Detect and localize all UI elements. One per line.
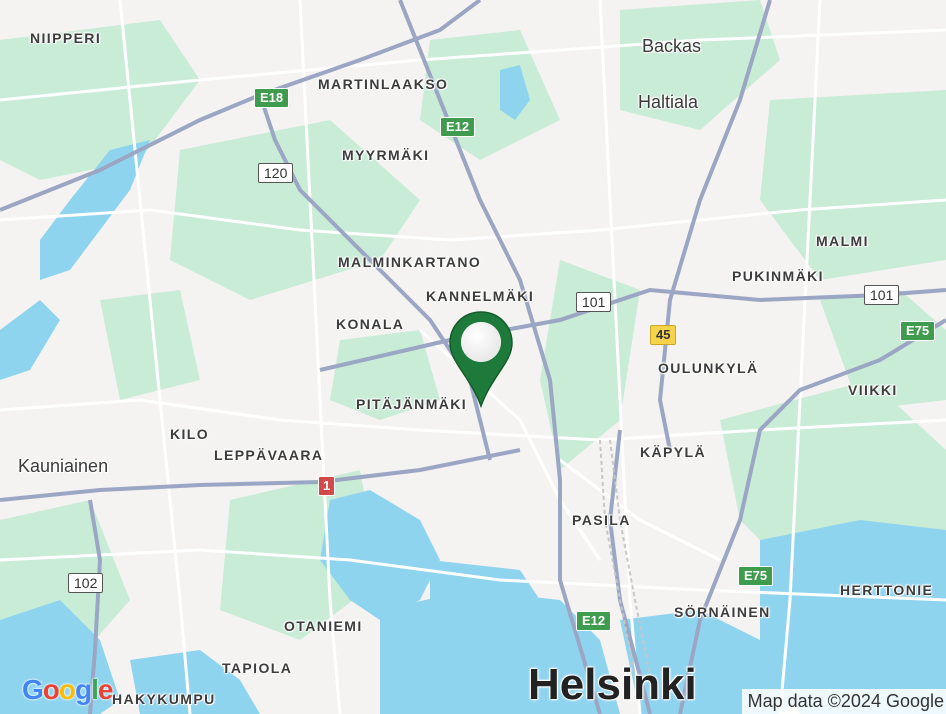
- logo-letter: G: [22, 674, 44, 705]
- district-label-malmi: MALMI: [816, 233, 869, 249]
- road-shield-e18: E18: [254, 88, 290, 108]
- district-label-tapiola: TAPIOLA: [222, 660, 293, 676]
- road-shield-e75: E75: [900, 321, 936, 341]
- district-label-niipperi: NIIPPERI: [30, 30, 102, 46]
- road-shield-101-east: 101: [864, 285, 900, 305]
- road-shield-102: 102: [68, 573, 104, 593]
- place-label-kauniainen: Kauniainen: [18, 456, 109, 476]
- district-label-martinlaakso: MARTINLAAKSO: [318, 76, 449, 92]
- road-shield-101: 101: [576, 292, 612, 312]
- place-label-haltiala: Haltiala: [638, 92, 699, 112]
- district-label-otaniemi: OTANIEMI: [284, 618, 363, 634]
- district-label-pasila: PASILA: [572, 512, 631, 528]
- place-label-backas: Backas: [642, 36, 702, 56]
- road-shield-1: 1: [318, 476, 336, 496]
- district-label-pitajanmaki: PITÄJÄNMÄKI: [356, 396, 468, 412]
- road-shield-e12: E12: [440, 117, 476, 137]
- district-label-herttoniemi: HERTTONIE: [840, 582, 934, 598]
- district-label-kilo: KILO: [170, 426, 210, 442]
- district-label-myyrmaki: MYYRMÄKI: [342, 147, 430, 163]
- district-label-viikki: VIIKKI: [848, 382, 898, 398]
- map-pin-icon[interactable]: [446, 310, 516, 410]
- district-label-malminkartano: MALMINKARTANO: [338, 254, 482, 270]
- district-label-konala: KONALA: [336, 316, 405, 332]
- logo-letter: o: [42, 674, 60, 705]
- place-label-helsinki: Helsinki: [528, 660, 697, 709]
- road-shield-120: 120: [258, 163, 294, 183]
- railway: [599, 439, 656, 701]
- road-shield-e12-south: E12: [576, 611, 612, 631]
- road-shield-e75-south: E75: [738, 566, 774, 586]
- district-label-hakykumpu: HAKYKUMPU: [112, 691, 216, 707]
- logo-letter: o: [58, 674, 76, 705]
- district-label-oulunkyla: OULUNKYLÄ: [658, 360, 759, 376]
- water-areas: [0, 65, 946, 714]
- road-shield-45: 45: [650, 325, 677, 345]
- logo-letter: e: [97, 674, 114, 705]
- district-label-kapyla: KÄPYLÄ: [640, 444, 706, 460]
- district-label-leppavaara: LEPPÄVAARA: [214, 447, 324, 463]
- district-label-kannelmaki: KANNELMÄKI: [426, 288, 535, 304]
- logo-letter: l: [91, 674, 99, 705]
- map-attribution[interactable]: Map data ©2024 Google: [741, 689, 946, 714]
- logo-letter: g: [75, 674, 92, 705]
- district-label-pukinmaki: PUKINMÄKI: [732, 268, 824, 284]
- google-logo: Google: [22, 674, 114, 706]
- district-label-sornainen: SÖRNÄINEN: [674, 604, 771, 620]
